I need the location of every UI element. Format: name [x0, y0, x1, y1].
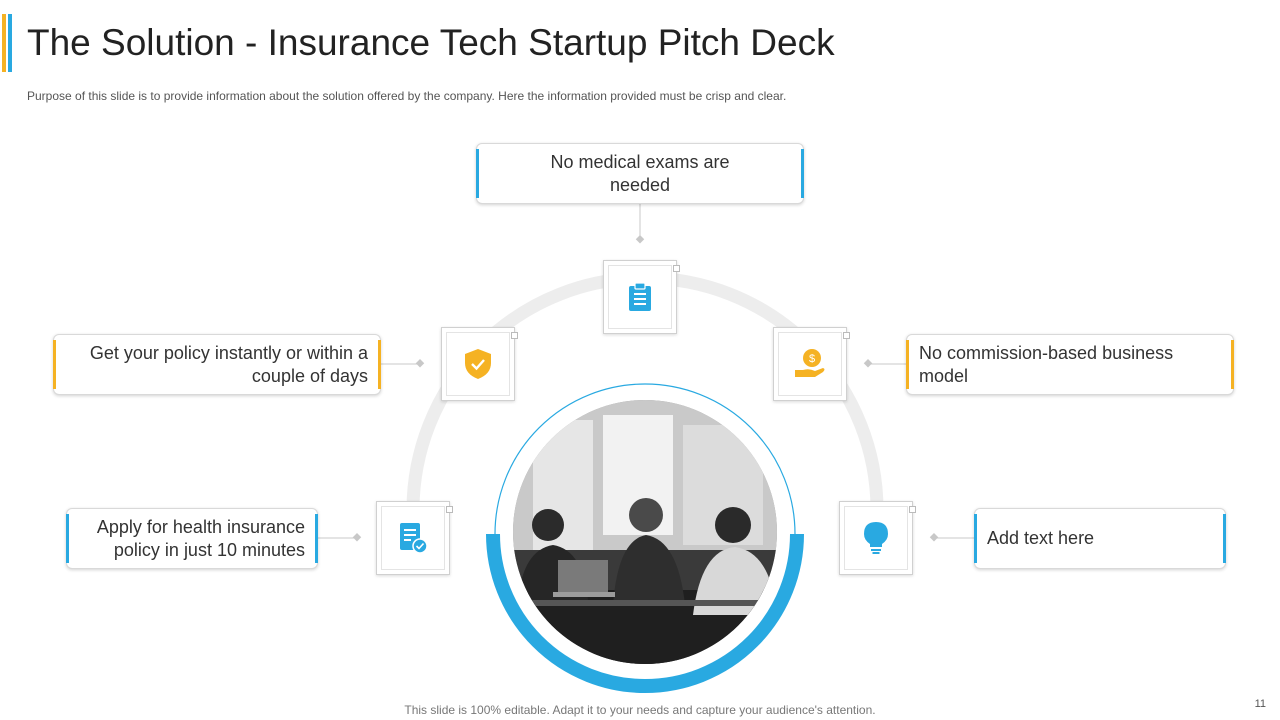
clipboard-icon — [629, 282, 651, 311]
icon-box-left-upper — [441, 327, 518, 401]
svg-text:$: $ — [809, 353, 815, 365]
slide-title: The Solution - Insurance Tech Startup Pi… — [27, 22, 835, 63]
shield-check-icon — [465, 349, 491, 379]
title-accent-bar-orange — [2, 14, 6, 72]
photo-ring-thick — [486, 533, 804, 693]
callout-top: No medical exams are needed — [476, 143, 804, 204]
icon-box-left-lower — [376, 501, 453, 575]
slide-footer: This slide is 100% editable. Adapt it to… — [404, 703, 876, 717]
title-accent-bar-blue — [8, 14, 12, 72]
money-hand-icon: $ — [795, 349, 825, 377]
callout-right-lower: Add text here — [974, 508, 1226, 569]
callout-top-text: No medical exams are needed — [550, 151, 730, 195]
page-number: 11 — [1254, 698, 1266, 710]
callout-right-lower-text: Add text here — [987, 528, 1095, 548]
callout-right-upper-text: No commission-based business model — [919, 342, 1174, 386]
callout-left-lower: Apply for health insurance policy in jus… — [66, 508, 318, 569]
callout-left-upper-text: Get your policy instantly or within a co… — [89, 342, 368, 386]
icon-box-right-lower — [839, 501, 916, 575]
lightbulb-icon — [864, 522, 888, 554]
callout-left-lower-text: Apply for health insurance policy in jus… — [96, 516, 305, 560]
document-check-icon — [400, 523, 428, 554]
icon-box-right-upper: $ — [773, 327, 850, 401]
team-meeting-photo — [513, 400, 777, 664]
callout-right-upper: No commission-based business model — [906, 334, 1234, 395]
callout-left-upper: Get your policy instantly or within a co… — [53, 334, 381, 395]
slide-subtitle: Purpose of this slide is to provide info… — [27, 89, 787, 103]
icon-box-top — [603, 260, 680, 334]
